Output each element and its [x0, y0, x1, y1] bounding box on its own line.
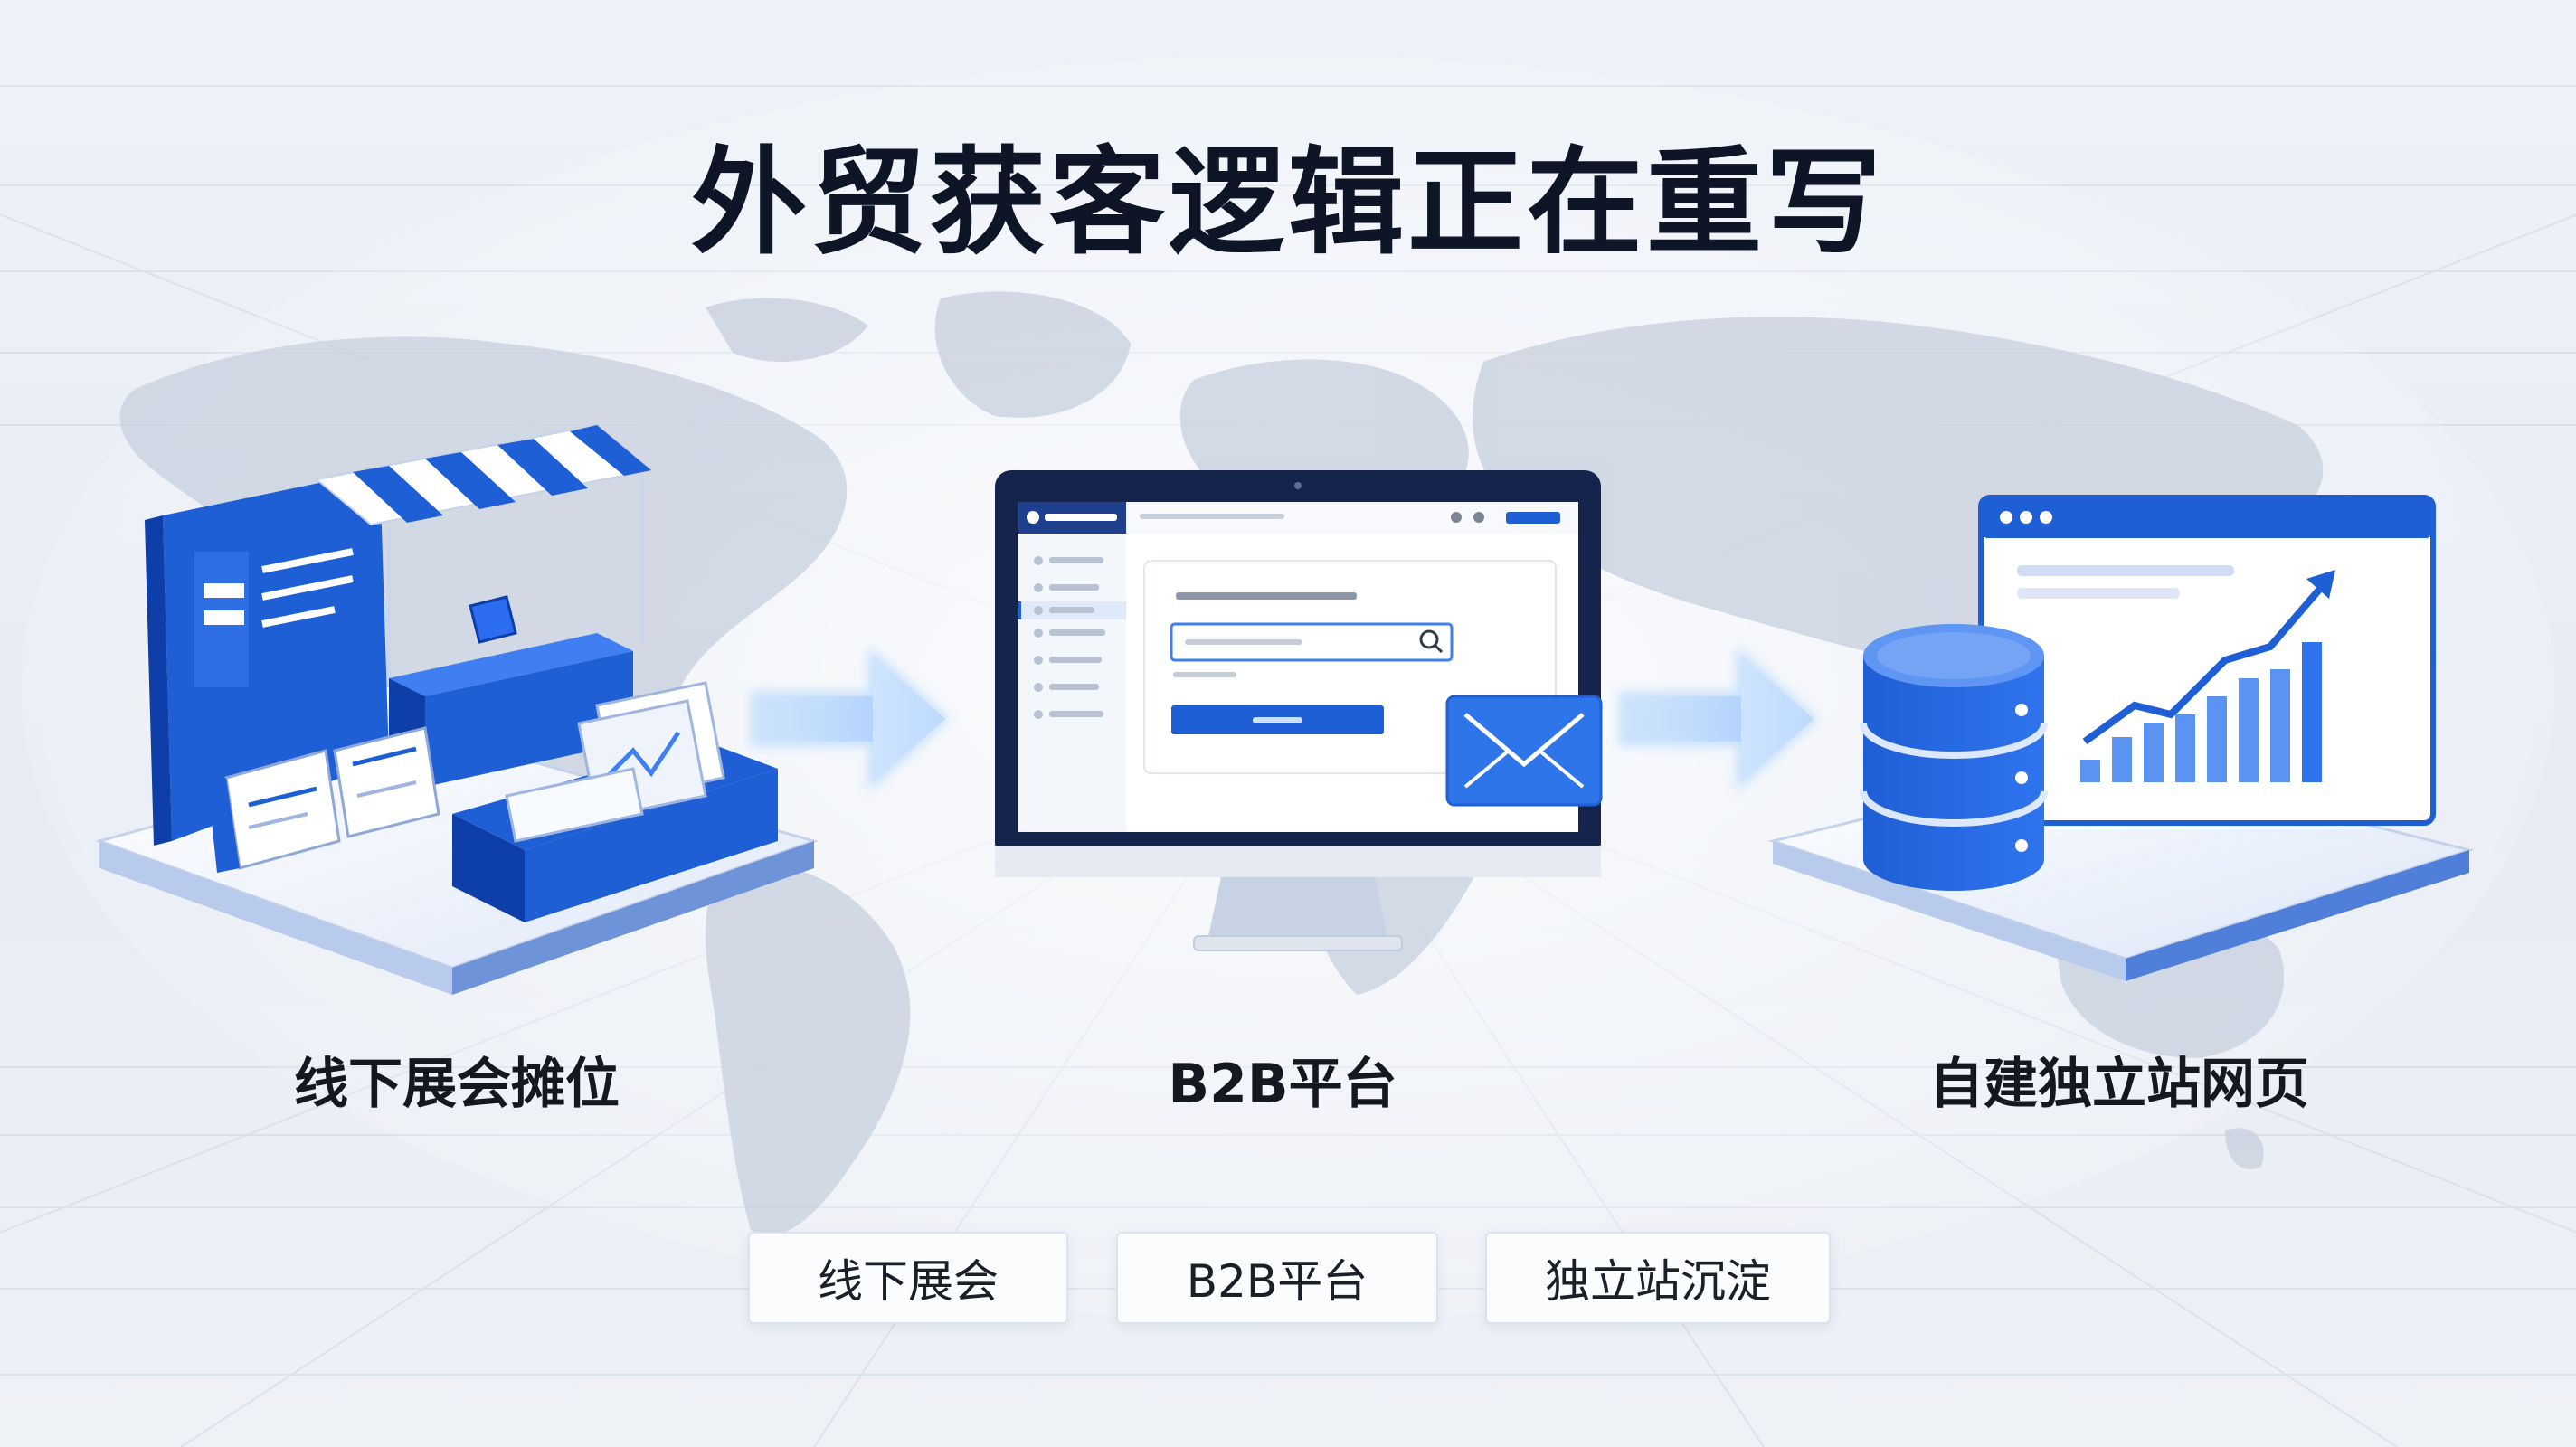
stage-label-b2b-platform: B2B平台	[1168, 1053, 1397, 1116]
database-icon	[1860, 624, 2048, 891]
arrow-right-icon	[751, 647, 950, 791]
brochure-box	[452, 681, 778, 922]
stage-label-independent-site: 自建独立站网页	[1929, 1053, 2309, 1116]
envelope-icon	[1445, 695, 1603, 807]
striped-awning	[314, 423, 654, 687]
browser-window	[1978, 495, 2436, 826]
booth-back-wall	[145, 470, 389, 846]
page-title: 外贸获客逻辑正在重写	[690, 136, 1885, 270]
chip-b2b-platform: B2B平台	[1116, 1232, 1438, 1324]
business-cards	[208, 726, 440, 873]
stage-label-trade-show: 线下展会摊位	[294, 1053, 620, 1116]
screen-ui	[1018, 502, 1578, 832]
chip-independent-site: 独立站沉淀	[1485, 1232, 1831, 1324]
arrow-right-icon	[1619, 647, 1818, 791]
chip-trade-show: 线下展会	[748, 1232, 1068, 1324]
b2b-platform-monitor-icon	[995, 470, 1603, 951]
trade-show-booth-icon	[95, 423, 819, 995]
independent-website-database-icon	[1767, 495, 2475, 981]
